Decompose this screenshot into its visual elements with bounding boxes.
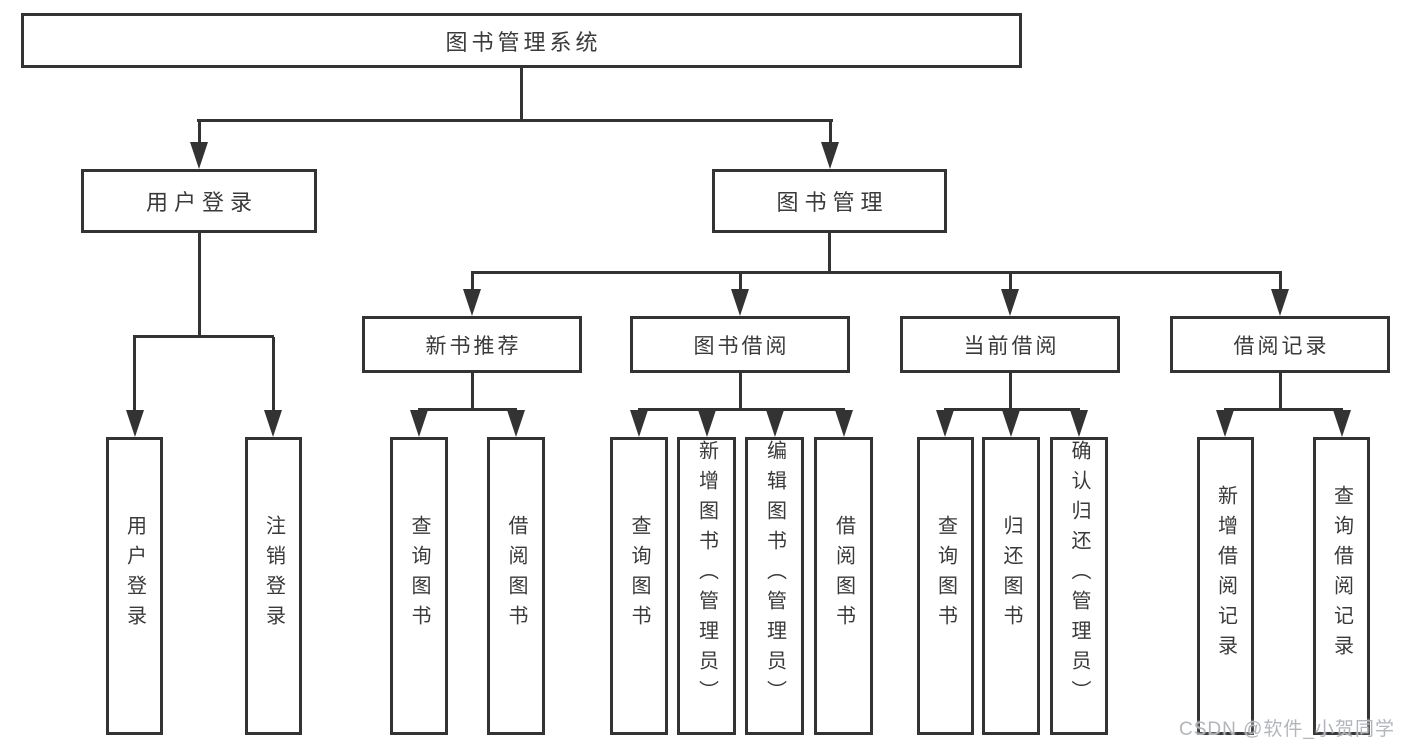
arrow-down-icon [1216, 410, 1234, 437]
connector-line [638, 408, 845, 411]
node-book-management: 图书管理 [712, 169, 947, 233]
watermark: CSDN @软件_小贺同学 [1179, 719, 1395, 740]
connector-line [198, 233, 201, 337]
node-root: 图书管理系统 [21, 13, 1022, 68]
leaf-recommend-query-book: 查询图书 [390, 437, 448, 735]
connector-line [1009, 373, 1012, 410]
leaf-borrow-edit-book: 编辑图书（管理员） [745, 437, 804, 735]
leaf-borrow-query-book: 查询图书 [610, 437, 668, 735]
connector-line [944, 408, 1080, 411]
node-new-book-recommend: 新书推荐 [362, 316, 582, 373]
arrow-down-icon [1001, 289, 1019, 316]
leaf-borrow-borrow-book: 借阅图书 [814, 437, 873, 735]
connector-line [198, 121, 201, 143]
leaf-record-add: 新增借阅记录 [1197, 437, 1254, 735]
arrow-down-icon [410, 410, 428, 437]
arrow-down-icon [698, 410, 716, 437]
connector-line [471, 273, 474, 290]
arrow-down-icon [1333, 410, 1351, 437]
arrow-down-icon [507, 410, 525, 437]
connector-line [739, 273, 742, 290]
arrow-down-icon [766, 410, 784, 437]
leaf-borrow-add-book: 新增图书（管理员） [677, 437, 736, 735]
node-book-borrow: 图书借阅 [630, 316, 850, 373]
arrow-down-icon [1070, 410, 1088, 437]
connector-line [471, 271, 1282, 274]
connector-line [520, 68, 523, 121]
connector-line [272, 337, 275, 411]
arrow-down-icon [1002, 410, 1020, 437]
leaf-recommend-borrow-book: 借阅图书 [487, 437, 545, 735]
leaf-current-return-book: 归还图书 [982, 437, 1040, 735]
arrow-down-icon [264, 410, 282, 437]
node-user-login: 用户登录 [81, 169, 317, 233]
connector-line [1009, 273, 1012, 290]
connector-line [133, 335, 274, 338]
arrow-down-icon [936, 410, 954, 437]
arrow-down-icon [1271, 289, 1289, 316]
arrow-down-icon [821, 142, 839, 169]
connector-line [471, 373, 474, 410]
arrow-down-icon [126, 410, 144, 437]
arrow-down-icon [630, 410, 648, 437]
leaf-current-query-book: 查询图书 [917, 437, 974, 735]
connector-line [828, 233, 831, 273]
connector-line [1279, 273, 1282, 290]
leaf-record-query: 查询借阅记录 [1313, 437, 1370, 735]
arrow-down-icon [190, 142, 208, 169]
connector-line [1224, 408, 1343, 411]
node-borrow-record: 借阅记录 [1170, 316, 1390, 373]
connector-line [829, 121, 832, 143]
arrow-down-icon [463, 289, 481, 316]
connector-line [739, 373, 742, 410]
connector-line [133, 337, 136, 411]
connector-line [1279, 373, 1282, 410]
leaf-user-login: 用户登录 [106, 437, 163, 735]
leaf-current-confirm-return: 确认归还（管理员） [1050, 437, 1108, 735]
arrow-down-icon [835, 410, 853, 437]
leaf-logout: 注销登录 [245, 437, 302, 735]
arrow-down-icon [731, 289, 749, 316]
connector-line [418, 408, 517, 411]
connector-line [197, 119, 833, 122]
node-current-borrow: 当前借阅 [900, 316, 1120, 373]
